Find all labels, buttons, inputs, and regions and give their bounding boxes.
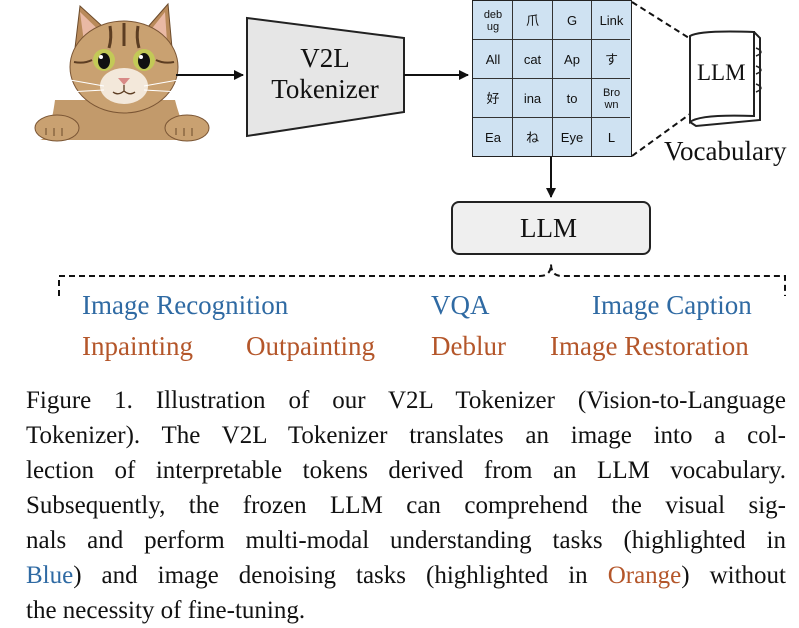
figure-caption: Figure 1. Illustration of our V2L Tokeni…	[26, 383, 786, 628]
token-cell: 爪	[525, 12, 539, 28]
caption-blue-word: Blue	[26, 562, 74, 589]
token-cell: All	[485, 51, 501, 67]
caption-line: Figure 1. Illustration of our V2L Tokeni…	[26, 387, 786, 414]
caption-line: lection of interpretable tokens derived …	[26, 457, 786, 484]
caption-line-mixed: Blue) and image denoising tasks (highlig…	[26, 558, 786, 593]
llm-box	[451, 201, 651, 255]
book-llm-label: LLM	[697, 60, 746, 85]
task-image-caption: Image Caption	[592, 290, 752, 320]
token-cell: Eye	[560, 129, 584, 145]
diagram-graphics	[34, 1, 786, 296]
dashed-link-bottom	[631, 113, 691, 157]
tokenizer-label-line2: Tokenizer	[271, 74, 379, 104]
tokenizer-label-line1: V2L	[300, 43, 350, 73]
task-image-recognition: Image Recognition	[82, 290, 289, 320]
token-cell: ina	[523, 90, 542, 106]
book-icon	[689, 30, 762, 128]
cat-photo	[34, 2, 210, 142]
task-deblur: Deblur	[431, 331, 506, 361]
tokenizer-shape	[246, 16, 405, 138]
task-outpainting: Outpainting	[246, 331, 375, 361]
caption-line: Subsequently, the frozen LLM can compreh…	[26, 492, 786, 519]
token-cell: Ap	[564, 51, 580, 67]
caption-line: the necessity of fine-tuning.	[26, 597, 306, 624]
token-cell: to	[566, 90, 578, 106]
token-cell: G	[566, 12, 578, 28]
token-cell: cat	[523, 51, 542, 67]
token-cell: Ea	[485, 129, 501, 145]
vocabulary-label: Vocabulary	[664, 136, 787, 166]
tokenizer-label: V2L Tokenizer	[246, 43, 404, 105]
dashed-link-top	[631, 1, 690, 39]
caption-orange-word: Orange	[607, 562, 682, 589]
task-bracket	[58, 263, 786, 296]
caption-text: ) without	[681, 562, 786, 589]
caption-line: Tokenizer). The V2L Tokenizer translates…	[26, 422, 786, 449]
task-inpainting: Inpainting	[82, 331, 193, 361]
caption-line: nals and perform multi-modal understandi…	[26, 527, 786, 554]
token-cell: す	[604, 51, 618, 67]
task-vqa: VQA	[431, 290, 490, 320]
llm-label: LLM	[520, 213, 577, 243]
token-cell: 好	[486, 90, 500, 106]
task-image-restoration: Image Restoration	[550, 331, 749, 361]
token-cell: Link	[599, 12, 624, 28]
token-cell: ね	[525, 129, 539, 145]
caption-text: ) and image denoising tasks (highlighted…	[73, 562, 608, 589]
token-cell: L	[607, 129, 616, 145]
